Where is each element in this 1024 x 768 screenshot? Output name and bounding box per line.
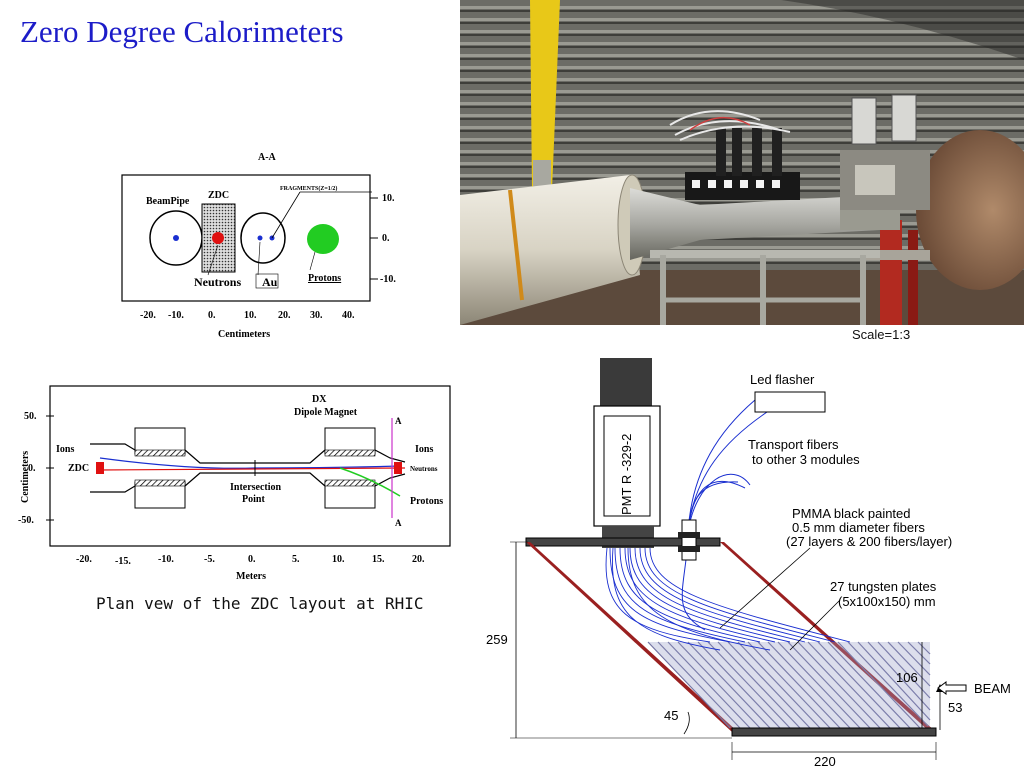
plan-a-top: A: [395, 416, 402, 426]
neutrons-label: Neutrons: [194, 275, 241, 289]
section-ytick: -10.: [380, 274, 396, 285]
bottom-plate: [731, 727, 937, 737]
plan-xtick: 5.: [292, 554, 300, 565]
pmma-label-1: PMMA black painted: [792, 506, 911, 521]
beam-label: BEAM: [974, 681, 1011, 696]
led-flasher-box: [754, 391, 826, 413]
plan-xtick: 0.: [248, 554, 256, 565]
dim-259: 259: [486, 632, 508, 647]
pmt-can: [891, 94, 917, 142]
section-xaxis-label: Centimeters: [218, 329, 270, 340]
section-xtick: -20.: [140, 310, 156, 321]
readout-fibers: [605, 547, 851, 651]
section-heading: A-A: [258, 152, 277, 163]
pmt-base: [600, 358, 652, 408]
plan-xaxis-label: Meters: [236, 571, 266, 582]
plan-intersection-1: Intersection: [230, 482, 282, 493]
plan-dx-label: DX: [312, 394, 327, 405]
plan-a-bottom: A: [395, 518, 402, 528]
plan-intersection-2: Point: [242, 494, 265, 505]
slide-title: Zero Degree Calorimeters: [20, 14, 344, 49]
pmma-label-2: 0.5 mm diameter fibers: [792, 520, 925, 535]
beampipe-dot: [173, 235, 179, 241]
dim-53: 53: [948, 700, 962, 715]
dim-45: 45: [664, 708, 678, 723]
neutron-spot: [212, 232, 224, 244]
plan-view-diagram: 50. 0. -50. Centimeters A A DX Dipole Ma…: [18, 385, 451, 582]
au-circle: [240, 212, 286, 264]
beam-pipe-left: [460, 175, 640, 325]
au-label: Au: [262, 275, 278, 289]
plan-neutrons-label: Neutrons: [410, 465, 438, 473]
section-xtick: 0.: [208, 310, 216, 321]
section-xtick: 20.: [278, 310, 291, 321]
pmma-label-3: (27 layers & 200 fibers/layer): [786, 534, 952, 549]
au-dot: [257, 235, 263, 241]
section-view-diagram: A-A 10. 0. -10. BeamPipe ZDC FRAGMENTS(Z…: [121, 152, 396, 340]
zdc-left-block: [96, 462, 104, 474]
tungsten-label-2: (5x100x150) mm: [838, 594, 936, 609]
zdc-right-block: [394, 462, 402, 474]
plan-ytick: 50.: [24, 411, 37, 422]
fragments-label: FRAGMENTS(Z=1/2): [280, 185, 337, 192]
tungsten-label-1: 27 tungsten plates: [830, 579, 937, 594]
tungsten-stack: [647, 641, 931, 729]
dim-106: 106: [896, 670, 918, 685]
plan-protons-label: Protons: [410, 496, 443, 507]
photo-scale-label: Scale=1:3: [852, 327, 911, 342]
section-xtick: -10.: [168, 310, 184, 321]
plan-ytick: 0.: [28, 463, 36, 474]
drum: [916, 130, 1024, 290]
plan-view-caption: Plan vew of the ZDC layout at RHIC: [96, 594, 424, 613]
yellow-post: [530, 0, 560, 190]
section-xtick: 30.: [310, 310, 323, 321]
beam-arrow-icon: [937, 681, 967, 695]
plan-ytick: -50.: [18, 515, 34, 526]
plan-xtick: -10.: [158, 554, 174, 565]
plan-xtick: 20.: [412, 554, 425, 565]
plan-frame: [49, 385, 451, 547]
zdc-tunnel-photo: [460, 0, 1024, 325]
section-ytick: 10.: [382, 193, 395, 204]
neutron-beam: [99, 467, 406, 471]
transport-label-1: Transport fibers: [748, 437, 839, 452]
section-ytick: 0.: [382, 233, 390, 244]
proton-spot: [307, 224, 339, 254]
beampipe-label: BeamPipe: [146, 196, 190, 207]
pmt-label: PMT R -329-2: [619, 434, 634, 515]
zdc-label: ZDC: [208, 190, 229, 201]
absorber-outline: [526, 542, 738, 732]
plan-xtick: -5.: [204, 554, 215, 565]
support-stand: [650, 250, 880, 258]
section-xtick: 40.: [342, 310, 355, 321]
proton-beam: [339, 467, 401, 497]
plan-ions-left: Ions: [56, 444, 74, 455]
zdc-module-diagram: PMT R -329-2: [486, 358, 1011, 768]
plan-yaxis-label: Centimeters: [20, 451, 31, 503]
plan-ions-right: Ions: [415, 444, 433, 455]
plan-xtick: -15.: [115, 556, 131, 567]
section-xtick: 10.: [244, 310, 257, 321]
plan-zdc-label: ZDC: [68, 463, 89, 474]
plan-xtick: 10.: [332, 554, 345, 565]
led-label: Led flasher: [750, 372, 815, 387]
transport-label-2: to other 3 modules: [752, 452, 860, 467]
plan-dipole-label: Dipole Magnet: [294, 407, 358, 418]
pmt-can: [851, 97, 877, 145]
dim-220: 220: [814, 754, 836, 768]
protons-label: Protons: [308, 273, 341, 284]
beam-pipe-center: [630, 188, 880, 260]
plan-xtick: -20.: [76, 554, 92, 565]
plan-xtick: 15.: [372, 554, 385, 565]
